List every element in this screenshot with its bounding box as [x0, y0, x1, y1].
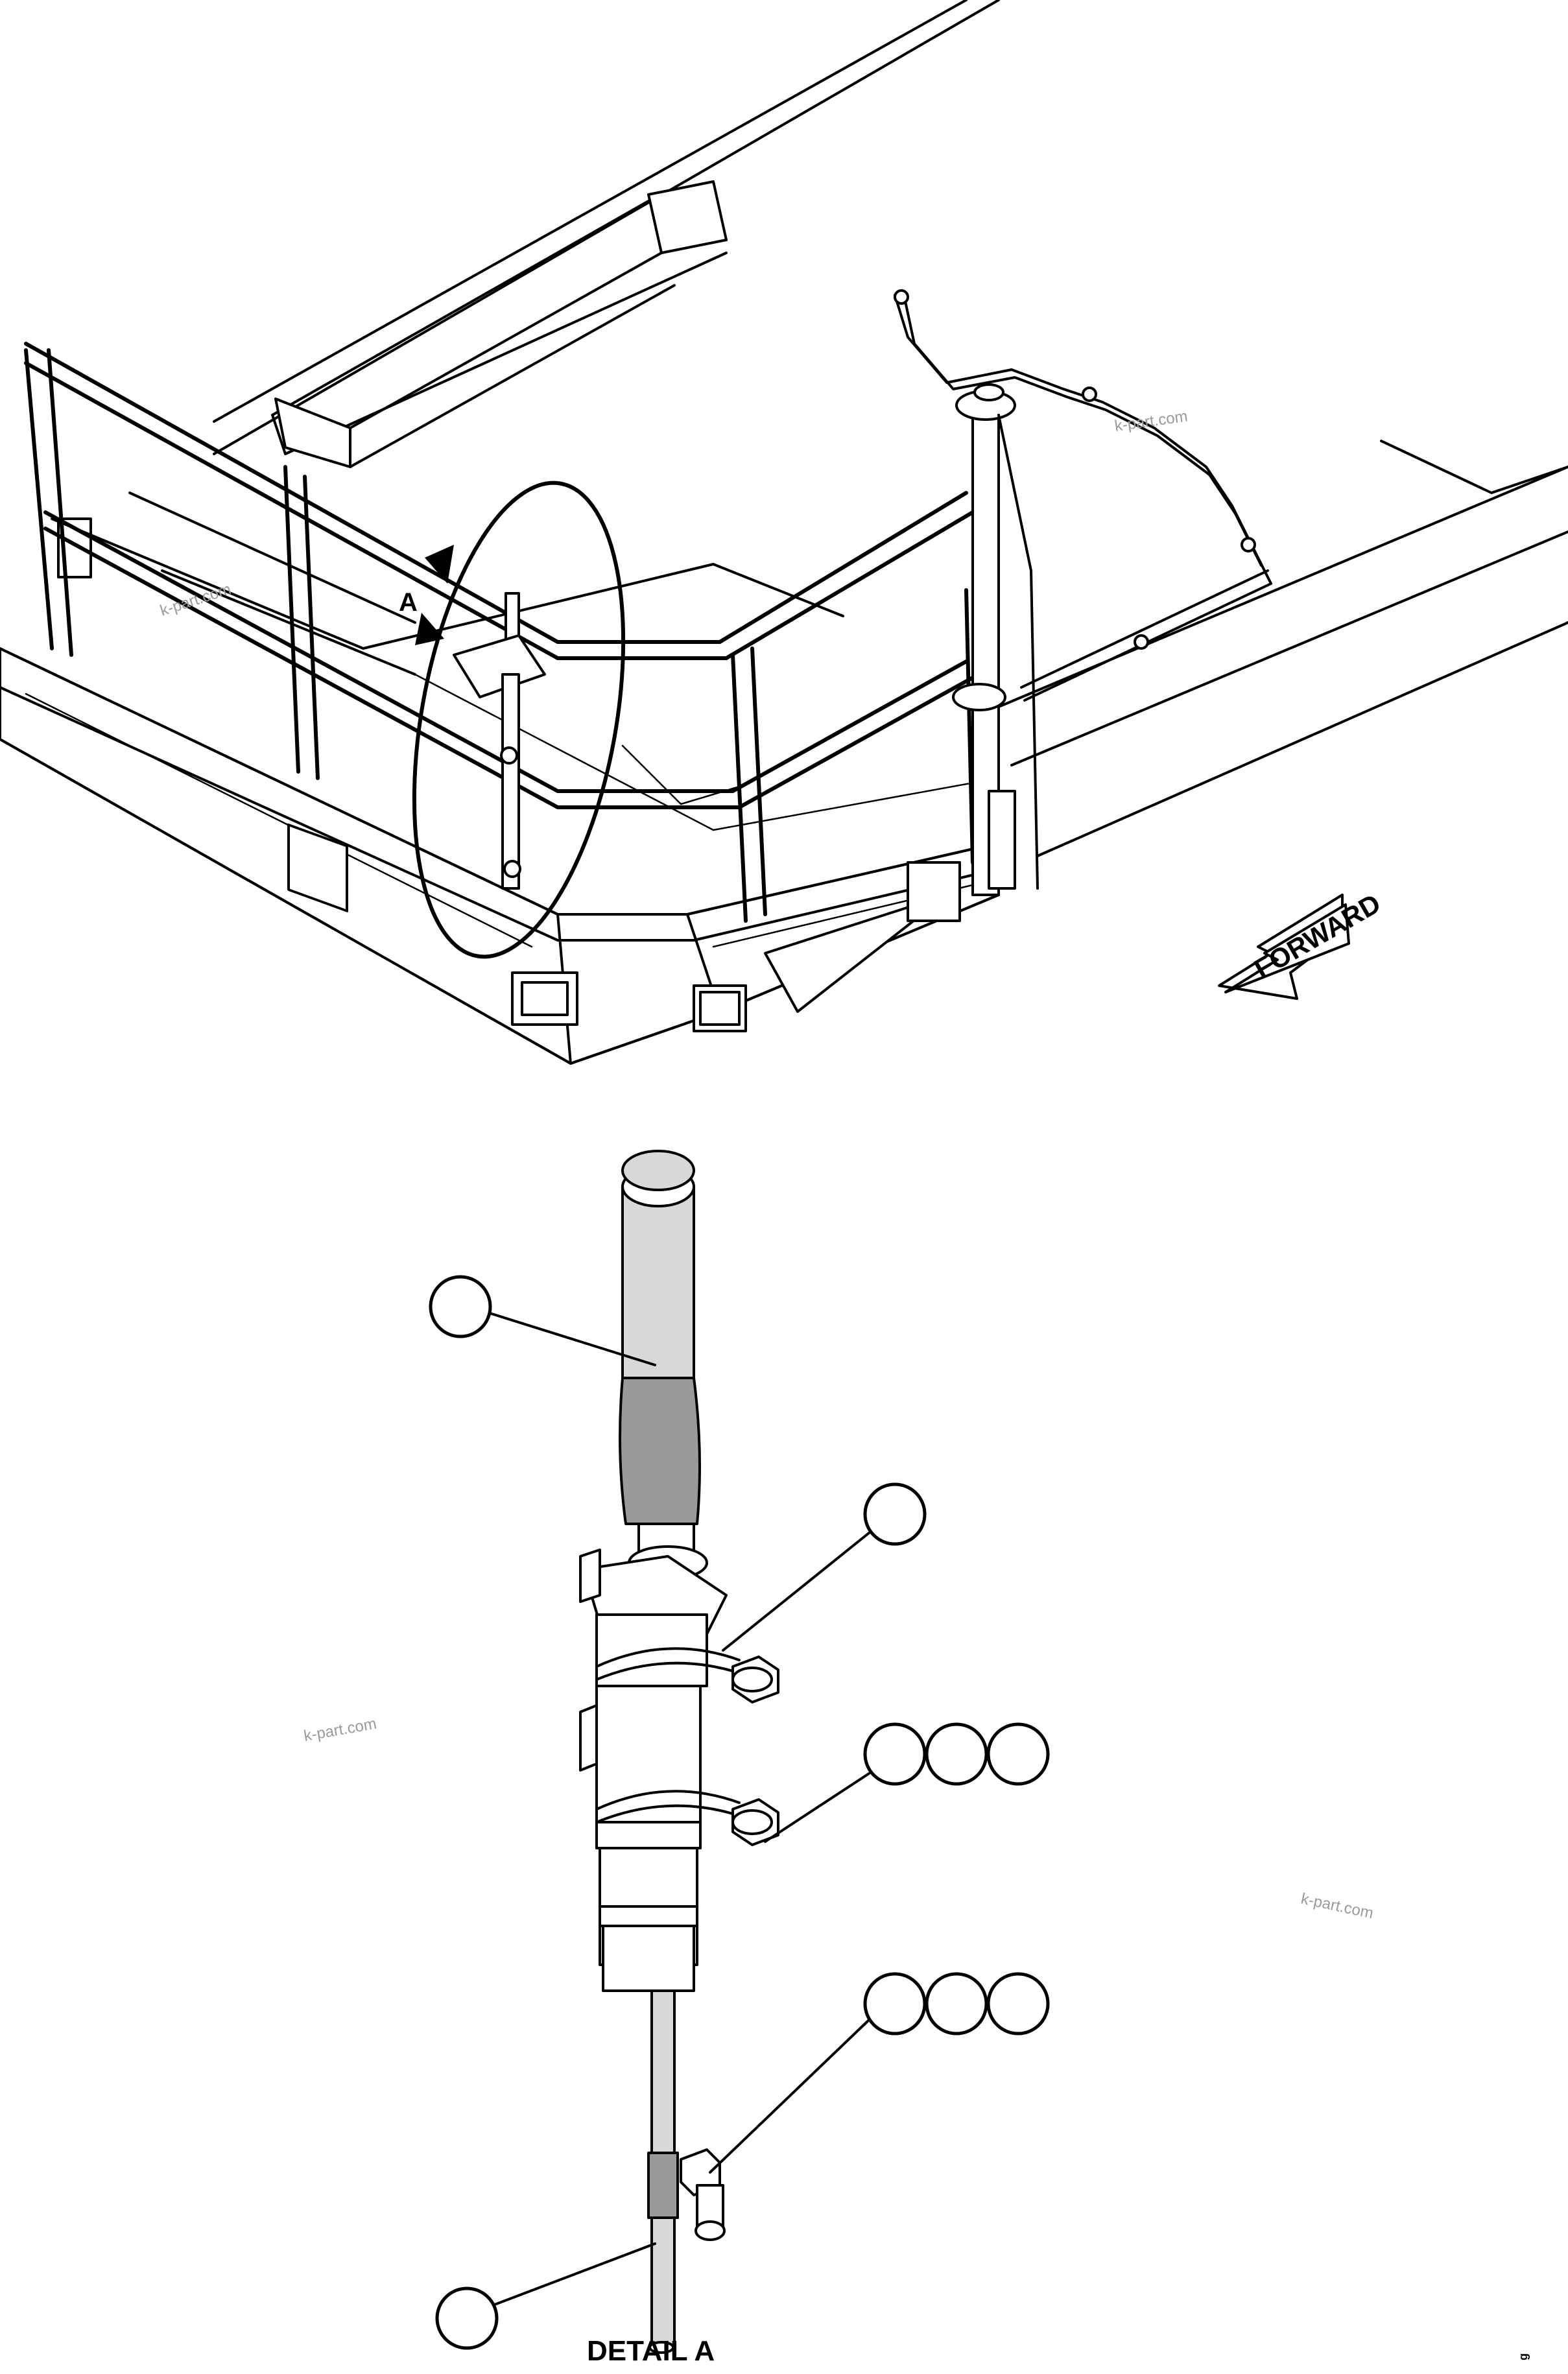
mount-bracket	[579, 1549, 779, 1992]
callout-balloon	[863, 1972, 927, 2036]
callout-balloon	[435, 2286, 499, 2350]
antenna-mast	[952, 383, 1039, 896]
callout-balloon	[863, 1722, 927, 1786]
callout-balloon	[986, 1972, 1050, 2036]
forward-arrow: FORWARD	[1218, 888, 1386, 1000]
detail-a-callout: A	[399, 481, 626, 959]
watermark: k-part.com	[302, 1715, 377, 1745]
antenna-cable	[894, 289, 1272, 702]
detail-marker-label: A	[399, 588, 418, 617]
callout-balloon	[925, 1972, 988, 2036]
boom-beam	[213, 0, 1000, 468]
sheet-code: g	[1517, 2353, 1530, 2360]
callout-balloon	[986, 1722, 1050, 1786]
callout-balloon	[429, 1275, 492, 1338]
watermark: k-part.com	[1300, 1890, 1375, 1922]
callout-balloons	[429, 1275, 1050, 2350]
watermark: k-part.com	[1113, 407, 1189, 435]
coax-cable	[647, 1989, 726, 2354]
platform-deck	[0, 647, 1000, 1065]
platform-overview: A FORWARD k-part.com k-part.com	[0, 0, 1568, 1065]
side-frame	[997, 440, 1568, 857]
callout-balloon	[863, 1482, 927, 1546]
marker-lights	[57, 517, 961, 1032]
detail-a-view: k-part.com k-part.com DETAIL A g	[302, 1150, 1530, 2367]
detail-title: DETAIL A	[587, 2335, 715, 2367]
forward-label: FORWARD	[1249, 888, 1386, 984]
callout-balloon	[925, 1722, 988, 1786]
deck-interior	[51, 492, 1000, 831]
watermark: k-part.com	[158, 580, 233, 620]
antenna-whip	[619, 1150, 708, 1580]
